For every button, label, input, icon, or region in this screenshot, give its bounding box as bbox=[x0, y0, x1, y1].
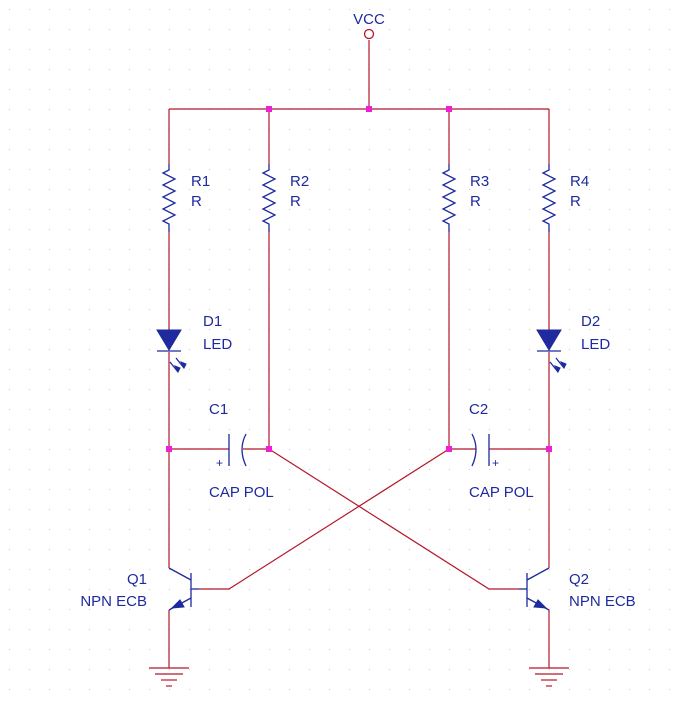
junction-dot bbox=[266, 106, 272, 112]
resistor-r3[interactable]: R3 R bbox=[441, 164, 489, 232]
resistor-r1-value: R bbox=[191, 193, 202, 210]
led-d1-value: LED bbox=[203, 336, 232, 353]
led-icon bbox=[536, 329, 567, 374]
transistor-q1-ref: Q1 bbox=[127, 571, 147, 588]
capacitor-c1-plus: + bbox=[216, 456, 223, 470]
transistor-q2-value: NPN ECB bbox=[569, 593, 636, 610]
resistor-r4[interactable]: R4 R bbox=[541, 164, 589, 232]
junction-dot bbox=[446, 106, 452, 112]
resistor-r2-ref: R2 bbox=[290, 173, 309, 190]
resistor-r2-value: R bbox=[290, 193, 301, 210]
led-d2-value: LED bbox=[581, 336, 610, 353]
transistor-q2-ref: Q2 bbox=[569, 571, 589, 588]
led-d1-ref: D1 bbox=[203, 313, 222, 330]
led-d2[interactable]: D2 LED bbox=[536, 313, 610, 374]
capacitor-c1-ref: C1 bbox=[209, 401, 228, 418]
polarized-capacitor-icon bbox=[471, 433, 490, 467]
vcc-label: VCC bbox=[353, 11, 385, 28]
ground-q2[interactable] bbox=[529, 667, 569, 687]
junction-dot bbox=[546, 446, 552, 452]
npn-transistor-icon bbox=[168, 567, 199, 611]
capacitor-c1[interactable]: + C1 CAP POL bbox=[209, 401, 274, 501]
resistor-icon bbox=[161, 164, 177, 232]
junction-dot bbox=[266, 446, 272, 452]
ground-q1[interactable] bbox=[149, 667, 189, 687]
capacitor-c1-value: CAP POL bbox=[209, 484, 274, 501]
background-grid bbox=[9, 9, 670, 690]
resistor-icon bbox=[541, 164, 557, 232]
transistor-q1[interactable]: Q1 NPN ECB bbox=[80, 567, 199, 611]
ground-icon bbox=[149, 667, 189, 687]
resistor-icon bbox=[261, 164, 277, 232]
junction-dot bbox=[366, 106, 372, 112]
resistor-r2[interactable]: R2 R bbox=[261, 164, 309, 232]
vcc-port-icon bbox=[363, 28, 375, 40]
q2-base-cross-wire bbox=[268, 448, 519, 590]
resistor-icon bbox=[441, 164, 457, 232]
resistor-r4-ref: R4 bbox=[570, 173, 589, 190]
resistor-r1-ref: R1 bbox=[191, 173, 210, 190]
capacitor-c2-value: CAP POL bbox=[469, 484, 534, 501]
vcc-port[interactable]: VCC bbox=[353, 11, 385, 40]
wires bbox=[168, 40, 550, 668]
resistor-r3-ref: R3 bbox=[470, 173, 489, 190]
ground-icon bbox=[529, 667, 569, 687]
resistor-r3-value: R bbox=[470, 193, 481, 210]
led-d2-ref: D2 bbox=[581, 313, 600, 330]
capacitor-c2-plus: + bbox=[492, 456, 499, 470]
resistor-r1[interactable]: R1 R bbox=[161, 164, 210, 232]
resistor-r4-value: R bbox=[570, 193, 581, 210]
transistor-q2[interactable]: Q2 NPN ECB bbox=[519, 567, 636, 611]
led-d1[interactable]: D1 LED bbox=[156, 313, 232, 374]
capacitor-c2-ref: C2 bbox=[469, 401, 488, 418]
led-icon bbox=[156, 329, 187, 374]
npn-transistor-icon bbox=[519, 567, 550, 611]
junctions bbox=[166, 106, 552, 452]
junction-dot bbox=[166, 446, 172, 452]
polarized-capacitor-icon bbox=[228, 433, 247, 467]
transistor-q1-value: NPN ECB bbox=[80, 593, 147, 610]
junction-dot bbox=[446, 446, 452, 452]
capacitor-c2[interactable]: + C2 CAP POL bbox=[469, 401, 534, 501]
q1-base-cross-wire bbox=[199, 448, 450, 590]
